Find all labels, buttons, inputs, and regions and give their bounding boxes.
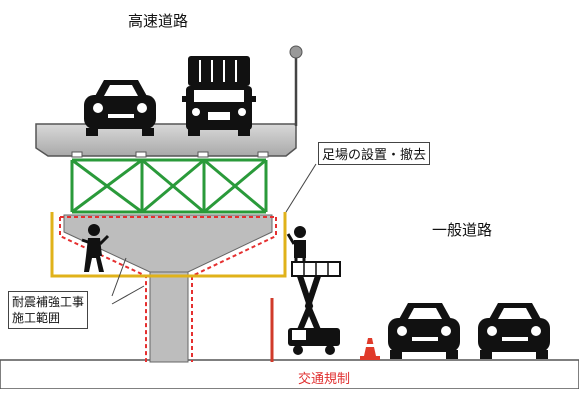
car-general-road-2	[478, 303, 550, 359]
seismic-scope-label: 耐震補強工事 施工範囲	[8, 291, 89, 329]
car-general-road-1	[388, 303, 460, 359]
scaffold-frame	[50, 212, 287, 278]
scaffold-callout-line	[285, 163, 317, 213]
pier-column	[149, 269, 189, 363]
seismic-scope-label-line1: 耐震補強工事	[12, 295, 85, 309]
seismic-scope-label-line2: 施工範囲	[12, 311, 61, 325]
traffic-control-label: 交通規制	[298, 372, 351, 387]
highway-deck	[35, 123, 297, 157]
pier-cap	[63, 214, 273, 273]
highway-label: 高速道路	[128, 12, 189, 30]
worker-on-lift	[286, 226, 306, 270]
traffic-cone-icon	[360, 338, 380, 360]
seismic-scope-outline	[59, 216, 277, 362]
worker-left	[81, 224, 110, 272]
scope-callout-line-2	[111, 285, 145, 305]
scaffold-label: 足場の設置・撤去	[318, 142, 431, 165]
deck-bearings	[71, 151, 269, 158]
general-road-label: 一般道路	[432, 221, 493, 239]
ground	[0, 359, 579, 390]
scope-callout-line-1	[111, 257, 127, 297]
steel-truss	[70, 158, 268, 214]
truck-on-highway	[182, 56, 256, 136]
car-on-highway	[84, 80, 156, 136]
aerial-lift-vehicle	[288, 261, 341, 355]
street-light-pole	[289, 45, 303, 126]
